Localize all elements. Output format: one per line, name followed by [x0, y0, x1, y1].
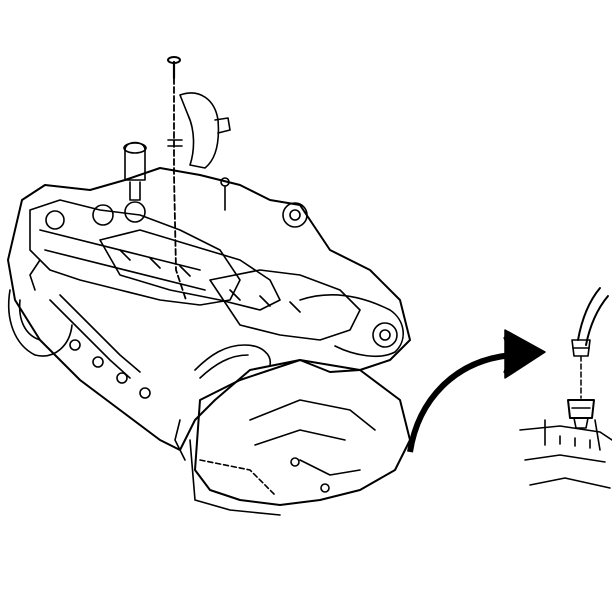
engine-transmission-assembly-icon	[7, 56, 411, 516]
dipstick-tube-detail-icon	[519, 287, 612, 489]
curved-arrow-icon	[407, 329, 546, 453]
